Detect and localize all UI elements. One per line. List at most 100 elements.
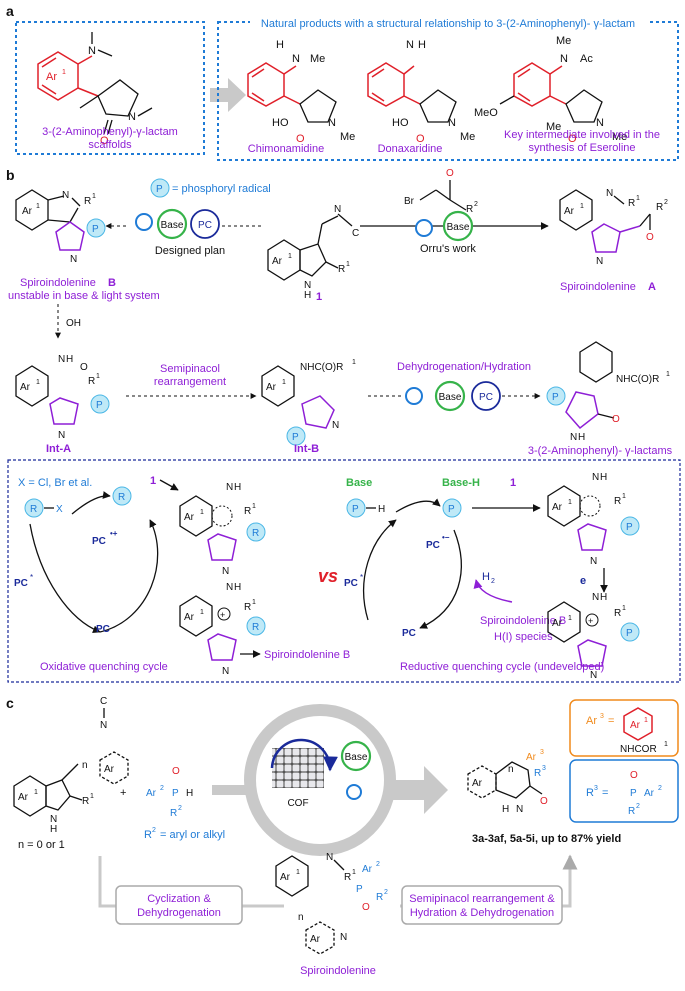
svg-text:Ar: Ar: [18, 792, 29, 803]
svg-text:Ar: Ar: [184, 512, 195, 523]
svg-text:O: O: [416, 133, 425, 145]
svg-text:P: P: [356, 884, 363, 895]
svg-text:PC: PC: [426, 540, 440, 551]
designed-plan-label: Designed plan: [155, 245, 225, 257]
semipinacol-bottom-1: Semipinacol rearrangement &: [409, 893, 555, 905]
svg-text:Ar: Ar: [472, 778, 483, 789]
svg-text:n: n: [508, 764, 514, 775]
svg-text:MeO: MeO: [474, 107, 498, 119]
svg-text:Me: Me: [340, 131, 355, 143]
svg-text:1: 1: [96, 373, 100, 380]
svg-text:N: N: [100, 720, 107, 731]
chimonamidine-structure: H N Me HO O N Me: [247, 39, 355, 145]
svg-text:PC: PC: [14, 578, 28, 589]
svg-text:N: N: [334, 204, 341, 215]
svg-text:N: N: [516, 804, 523, 815]
spiro-b-right-label: Spiroindolenine B: [480, 615, 566, 627]
reductive-cycle: Base P H Base-H P PC •− PC * PC H 2 1: [344, 477, 541, 639]
svg-text:O: O: [362, 902, 370, 913]
svg-text:R: R: [338, 264, 345, 275]
svg-text:2: 2: [636, 803, 640, 810]
svg-text:PC: PC: [96, 624, 110, 635]
hi-species-label: H(I) species: [494, 631, 553, 643]
svg-text:X = Cl, Br et al.: X = Cl, Br et al.: [18, 477, 92, 489]
designed-plan-conditions: Base PC: [105, 208, 264, 240]
phosphoryl-radical-label: = phosphoryl radical: [172, 183, 271, 195]
svg-text:PC: PC: [198, 220, 212, 231]
radical-intermediate-left: Ar 1 N H R 1 N R: [179, 482, 266, 577]
svg-text:N: N: [596, 117, 604, 129]
svg-text:3: 3: [594, 785, 598, 792]
orru-conditions: Base: [360, 210, 549, 242]
svg-text:N: N: [570, 432, 577, 443]
svg-text:N: N: [70, 254, 77, 265]
svg-text:P: P: [448, 504, 455, 515]
spiroindolenine-bottom-structure: Ar 1 N R 1 Ar 2 P R 2 O n Ar N: [275, 852, 388, 955]
cyclization-label-1: Cyclization &: [147, 893, 211, 905]
svg-text:P: P: [626, 522, 633, 533]
svg-text:H: H: [482, 571, 490, 583]
lactam-product-label: 3-(2-Aminophenyl)- γ-lactams: [528, 445, 673, 457]
cation-intermediate-left: Ar 1 + N H R 1 N R: [179, 582, 266, 677]
svg-text:N: N: [222, 666, 229, 677]
svg-text:1: 1: [200, 509, 204, 516]
svg-text:=: =: [608, 715, 614, 727]
svg-text:n: n: [82, 760, 88, 771]
svg-text:Ar: Ar: [310, 934, 321, 945]
svg-text:C: C: [352, 228, 359, 239]
svg-text:Ar: Ar: [564, 206, 575, 217]
svg-text:H: H: [50, 824, 57, 835]
svg-text:N: N: [590, 670, 597, 681]
svg-text:R: R: [30, 504, 37, 515]
svg-text:Ar: Ar: [184, 612, 195, 623]
svg-text:R: R: [376, 892, 383, 903]
svg-text:2: 2: [658, 785, 662, 792]
eseroline-intermediate-structure: N Me Ac MeO Me O N Me: [474, 35, 627, 145]
panel-label-c: c: [6, 695, 14, 711]
svg-text:2: 2: [491, 578, 495, 585]
svg-text:O: O: [100, 135, 109, 147]
mechanism-box: [7, 459, 681, 683]
phosphine-oxide-structure: Ar 2 P O H R 2: [146, 766, 193, 819]
lactam-product-structure: NHC(O)R 1 O N H P: [546, 341, 670, 443]
svg-text:H: H: [234, 482, 241, 493]
svg-text:R: R: [614, 608, 621, 619]
svg-text:1: 1: [664, 741, 668, 748]
svg-text:PC: PC: [479, 392, 493, 403]
compound-1-label: 1: [316, 291, 322, 303]
svg-text:N: N: [406, 39, 414, 51]
spiro-b-left-label: Spiroindolenine B: [264, 649, 350, 661]
donaxaridine-structure: N H HO O N Me: [367, 39, 475, 145]
svg-text:R: R: [244, 506, 251, 517]
svg-text:Ar: Ar: [104, 764, 115, 775]
chimonamidine-label: Chimonamidine: [248, 143, 324, 155]
svg-text:N: N: [304, 280, 311, 291]
svg-text:H: H: [502, 804, 509, 815]
svg-text:3: 3: [600, 713, 604, 720]
semipinacol-box: [401, 885, 563, 925]
int-b-label: Int-B: [294, 443, 319, 455]
svg-text:1: 1: [200, 609, 204, 616]
cyclization-box: [115, 885, 243, 925]
svg-text:Ar: Ar: [552, 618, 563, 629]
spiro-b-caption-3: unstable in base & light system: [8, 290, 160, 302]
plus-sign: +: [120, 787, 126, 799]
radical-intermediate-right: Ar 1 N H R 1 N P: [547, 472, 640, 567]
svg-text:Ar: Ar: [46, 71, 57, 83]
svg-text:3: 3: [540, 749, 544, 756]
svg-text:R: R: [88, 376, 95, 387]
svg-text:1: 1: [636, 195, 640, 202]
r3-definition-box: [569, 759, 679, 823]
scaffold-caption-2: scaffolds: [88, 139, 132, 151]
scaffold-structure: Ar 1 N O N: [37, 32, 153, 147]
scaffold-box: [15, 21, 205, 155]
svg-text:*: *: [360, 573, 363, 582]
svg-text:P: P: [352, 504, 359, 515]
svg-text:Ar: Ar: [20, 382, 31, 393]
svg-text:N: N: [62, 190, 69, 201]
svg-text:P: P: [156, 184, 163, 195]
svg-text:1: 1: [296, 869, 300, 876]
svg-text:N: N: [226, 582, 233, 593]
svg-text:R: R: [84, 196, 91, 207]
